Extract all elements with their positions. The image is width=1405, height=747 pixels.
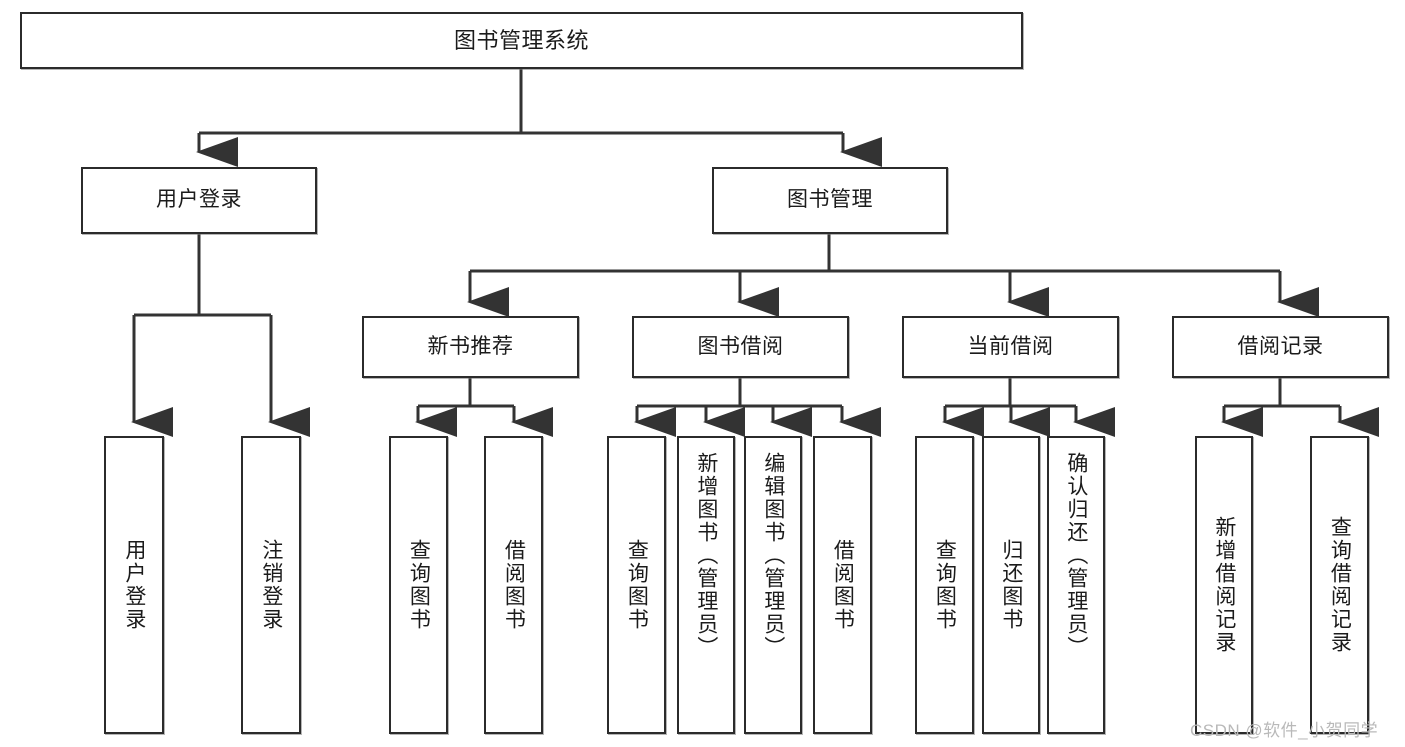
leaf-edit-book-admin[interactable]: 编辑图书（管理员） xyxy=(744,436,802,734)
node-user-login[interactable]: 用户登录 xyxy=(81,167,317,234)
leaf-return-book[interactable]: 归还图书 xyxy=(982,436,1040,734)
node-label: 查询图书 xyxy=(625,539,649,631)
node-book-management[interactable]: 图书管理 xyxy=(712,167,948,234)
watermark: CSDN @软件_小贺同学 xyxy=(1190,721,1379,740)
leaf-confirm-return-admin[interactable]: 确认归还（管理员） xyxy=(1047,436,1105,734)
node-label: 借阅图书 xyxy=(502,539,526,631)
node-label: 当前借阅 xyxy=(967,334,1054,358)
leaf-query-book-borrow[interactable]: 查询图书 xyxy=(607,436,666,734)
node-label: 借阅记录 xyxy=(1237,334,1324,358)
node-label: 用户登录 xyxy=(122,539,146,631)
node-label: 图书借阅 xyxy=(697,334,784,358)
node-label: 图书管理系统 xyxy=(453,27,589,53)
node-new-book-recommend[interactable]: 新书推荐 xyxy=(362,316,579,378)
node-label: 新增借阅记录 xyxy=(1212,516,1236,654)
leaf-logout[interactable]: 注销登录 xyxy=(241,436,301,734)
node-label: 新书推荐 xyxy=(427,334,514,358)
node-label: 借阅图书 xyxy=(831,539,855,631)
leaf-add-borrow-record[interactable]: 新增借阅记录 xyxy=(1195,436,1253,734)
node-borrow-record[interactable]: 借阅记录 xyxy=(1172,316,1389,378)
node-label: 归还图书 xyxy=(999,539,1023,631)
node-book-borrow[interactable]: 图书借阅 xyxy=(632,316,849,378)
leaf-borrow-book-new[interactable]: 借阅图书 xyxy=(484,436,543,734)
node-label: 编辑图书（管理员） xyxy=(761,452,785,659)
leaf-add-book-admin[interactable]: 新增图书（管理员） xyxy=(677,436,735,734)
node-label: 查询借阅记录 xyxy=(1328,516,1352,654)
leaf-user-login[interactable]: 用户登录 xyxy=(104,436,164,734)
node-current-borrow[interactable]: 当前借阅 xyxy=(902,316,1119,378)
node-label: 查询图书 xyxy=(933,539,957,631)
leaf-borrow-book[interactable]: 借阅图书 xyxy=(813,436,872,734)
node-label: 新增图书（管理员） xyxy=(694,452,718,659)
node-label: 图书管理 xyxy=(787,188,873,212)
node-label: 注销登录 xyxy=(259,539,283,631)
leaf-query-borrow-record[interactable]: 查询借阅记录 xyxy=(1310,436,1369,734)
leaf-query-book-current[interactable]: 查询图书 xyxy=(915,436,974,734)
node-root-system[interactable]: 图书管理系统 xyxy=(20,12,1023,69)
node-label: 确认归还（管理员） xyxy=(1064,452,1088,659)
leaf-query-book-new[interactable]: 查询图书 xyxy=(389,436,448,734)
node-label: 查询图书 xyxy=(407,539,431,631)
node-label: 用户登录 xyxy=(156,188,242,212)
